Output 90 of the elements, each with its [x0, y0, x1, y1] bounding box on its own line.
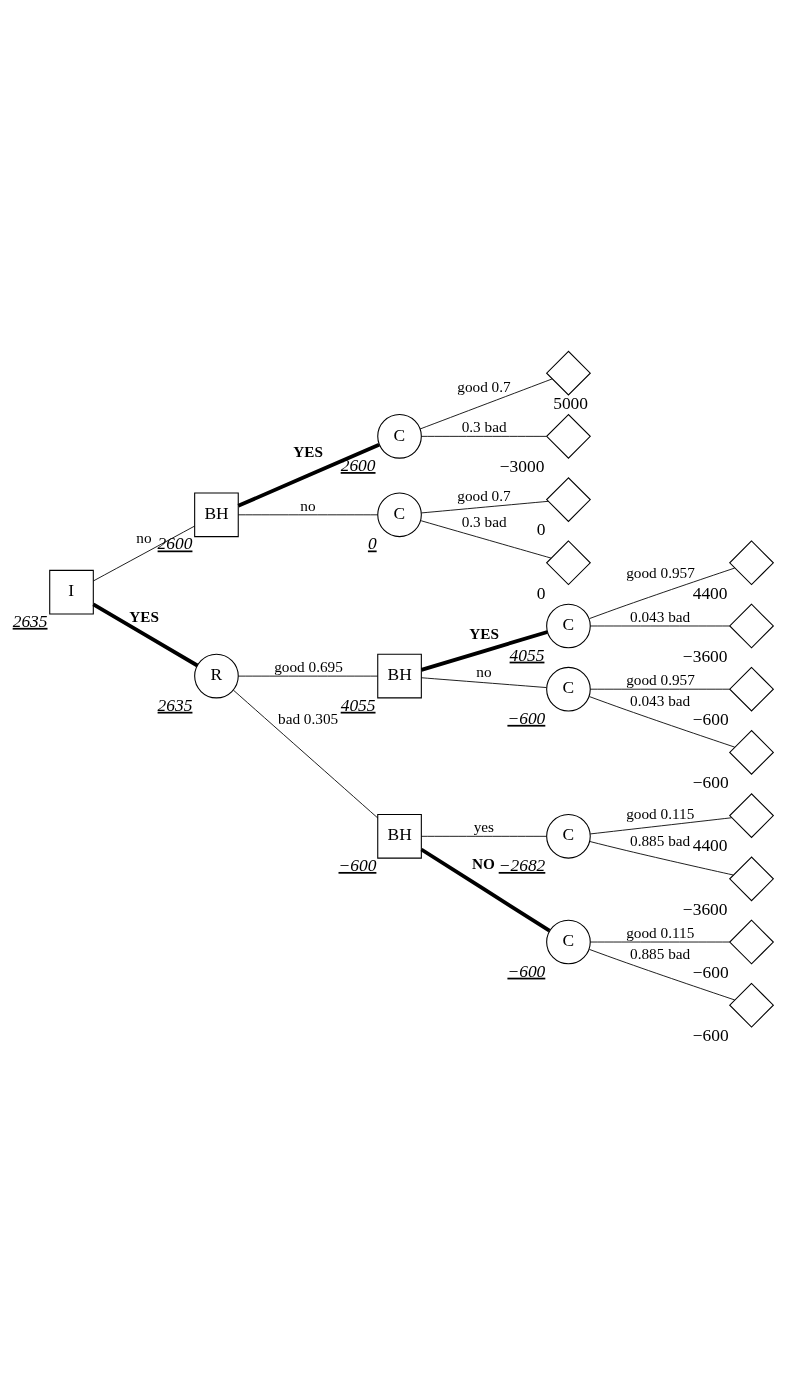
edge-label: 0.043 bad	[630, 691, 691, 709]
edge-label: good 0.7	[457, 486, 511, 504]
node-diamond	[728, 666, 775, 712]
node-label: −600	[692, 772, 729, 793]
edge-label: good 0.115	[626, 923, 695, 941]
connector	[589, 696, 736, 748]
node-diamond	[728, 919, 775, 965]
connector	[420, 677, 547, 688]
edge-label: yes	[473, 818, 494, 836]
edge-label: good 0.7	[457, 377, 511, 395]
connector	[420, 520, 552, 559]
node-label: 5000	[553, 392, 589, 413]
edge-label: YES	[129, 607, 159, 625]
node-circle: C	[546, 813, 591, 859]
node-label: 2600	[340, 455, 376, 476]
edge-label: no	[476, 663, 492, 681]
connector	[92, 525, 195, 582]
node-label: −600	[507, 707, 546, 728]
node-diamond	[728, 540, 775, 586]
edge-label: no	[300, 496, 316, 514]
node-label: −600	[507, 960, 546, 981]
connector	[589, 841, 734, 876]
node-label: 0	[536, 582, 546, 603]
node-label: 2600	[157, 533, 193, 554]
edge-label: 0.3 bad	[461, 513, 507, 531]
edge-label: YES	[293, 443, 323, 461]
node-box: BH	[377, 813, 422, 859]
edge-label: good 0.957	[626, 564, 695, 582]
node-box: BH	[194, 492, 239, 538]
edge-label: NO	[472, 855, 495, 873]
node-label: 2635	[157, 694, 193, 715]
node-diamond	[728, 603, 775, 649]
node-label: 0	[536, 519, 546, 540]
node-label: 4055	[340, 694, 376, 715]
node-label: 4400	[692, 835, 728, 856]
node-label: −600	[338, 854, 377, 875]
edge-label: good 0.957	[626, 671, 695, 689]
node-diamond	[728, 856, 775, 902]
connector	[420, 847, 551, 933]
node-label: −600	[692, 1024, 729, 1045]
node-label: 4400	[692, 582, 728, 603]
node-label: −3000	[499, 456, 545, 477]
node-diamond	[545, 540, 592, 586]
connector	[589, 948, 736, 1001]
node-label: 2635	[12, 610, 48, 631]
connector	[420, 435, 547, 437]
connector	[589, 817, 732, 835]
node-circle: C	[377, 414, 422, 459]
node-diamond	[545, 477, 592, 523]
edge-label: YES	[469, 625, 499, 643]
connector	[237, 443, 380, 508]
node-diamond	[545, 413, 592, 459]
node-circle: R	[194, 653, 239, 699]
connector	[237, 514, 379, 516]
connector	[237, 675, 379, 677]
node-diamond	[545, 350, 592, 396]
node-box: I	[49, 569, 94, 615]
connector	[589, 625, 731, 627]
node-label: −600	[692, 708, 729, 729]
node-label: 0	[367, 533, 377, 554]
node-label: −3600	[682, 898, 728, 919]
node-label: −3600	[682, 645, 728, 666]
edge-label: 0.3 bad	[461, 418, 507, 436]
connector	[419, 378, 553, 430]
node-circle: C	[377, 492, 422, 538]
edge-label: good 0.115	[626, 805, 695, 823]
connector	[589, 941, 731, 943]
node-circle: C	[546, 603, 591, 649]
connector	[232, 689, 379, 819]
edge-label: 0.885 bad	[630, 944, 691, 962]
edge-label: good 0.695	[274, 657, 343, 675]
connector	[420, 835, 547, 837]
connector	[589, 688, 731, 690]
edge-label: no	[136, 529, 152, 547]
node-label: 4055	[509, 644, 545, 665]
edge-label: 0.043 bad	[630, 607, 691, 625]
node-label: −600	[692, 961, 729, 982]
connector	[589, 567, 736, 620]
node-label: −2682	[498, 854, 546, 875]
edge-label: 0.885 bad	[630, 832, 691, 850]
connector	[92, 602, 199, 668]
node-diamond	[728, 793, 775, 839]
connector	[420, 500, 549, 514]
node-diamond	[728, 729, 775, 775]
node-circle: C	[546, 919, 591, 965]
connector	[420, 630, 548, 672]
node-circle: C	[546, 666, 591, 712]
node-box: BH	[377, 653, 422, 699]
edge-label: bad 0.305	[278, 710, 339, 728]
node-diamond	[728, 982, 775, 1028]
